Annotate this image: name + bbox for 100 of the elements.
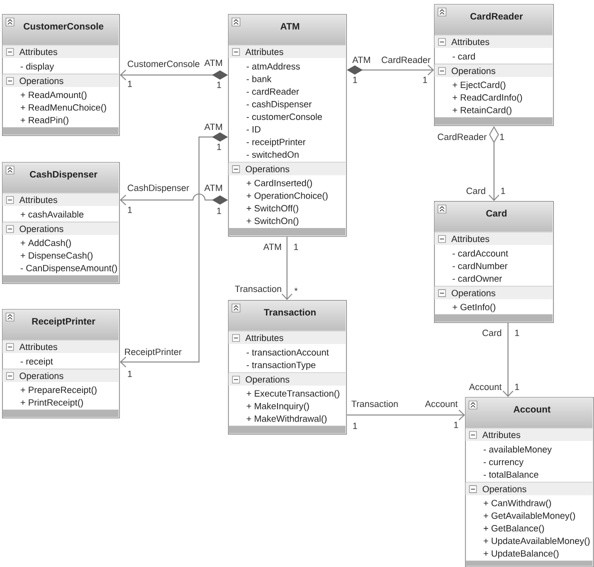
compartment-header: Operations — [228, 372, 346, 386]
operation-text: + RetainCard() — [452, 106, 512, 116]
multiplicity-label: 1 — [217, 82, 222, 88]
operation-text: + UpdateAvailableMoney() — [484, 537, 590, 546]
multiplicity-label: 1 — [353, 76, 358, 83]
operation-text: + ReadMenuChoice() — [20, 104, 106, 112]
attribute-text: - transactionAccount — [246, 348, 329, 356]
multiplicity-label: * — [294, 288, 298, 291]
association-line — [346, 410, 465, 420]
operation-text: + SwitchOff() — [246, 204, 298, 214]
role-label: Transaction — [234, 285, 282, 292]
association-line — [282, 236, 292, 300]
operation-text: + UpdateBalance() — [484, 550, 559, 558]
multiplicity-label: 1 — [217, 144, 222, 150]
class-name: CashDispenser — [30, 170, 98, 180]
multiplicity-label: 1 — [515, 384, 520, 390]
attribute-text: - bank — [246, 76, 272, 82]
operation-text: + GetBalance() — [484, 524, 544, 534]
operation-text: + EjectCard() — [452, 81, 506, 90]
multiplicity-label: 1 — [423, 76, 428, 83]
attribute-text: - card — [452, 52, 475, 60]
operation-text: + MakeInquiry() — [246, 402, 309, 412]
attribute-text: - totalBalance — [484, 471, 538, 478]
compartment-header: Operations — [465, 482, 593, 496]
role-label: Card — [466, 187, 486, 194]
class-name: ReceiptPrinter — [32, 318, 96, 326]
attribute-text: - transactionType — [246, 362, 316, 370]
compartment-header: Attributes — [465, 428, 593, 441]
multiplicity-label: 1 — [501, 188, 506, 194]
multiplicity-label: 1 — [500, 134, 504, 140]
attribute-text: - switchedOn — [246, 151, 299, 158]
compartment-header: Attributes — [2, 44, 119, 58]
attribute-text: - cardNumber — [452, 262, 508, 270]
role-label: Card — [482, 329, 502, 336]
operation-text: + DispenseCash() — [20, 252, 93, 260]
operation-text: + CanWithdraw() — [484, 500, 551, 508]
attribute-text: - cardReader — [246, 88, 299, 95]
attribute-text: - cashDispenser — [246, 100, 312, 110]
multiplicity-label: 1 — [128, 370, 132, 377]
multiplicity-label: 1 — [515, 330, 520, 336]
attribute-text: - receipt — [20, 358, 53, 366]
role-label: ATM — [204, 124, 222, 130]
operation-text: + ReadAmount() — [20, 91, 86, 100]
class-name: Card — [486, 210, 506, 217]
attribute-text: - customerConsole — [246, 113, 322, 120]
attribute-text: - display — [20, 62, 54, 72]
operation-text: + CardInserted() — [246, 180, 312, 188]
class-name: CardReader — [470, 12, 523, 20]
multiplicity-label: 1 — [353, 422, 358, 429]
operation-text: + OperationChoice() — [246, 192, 328, 201]
attribute-text: - currency — [484, 460, 524, 467]
role-label: ATM — [204, 60, 222, 66]
compartment-header: Attributes — [434, 232, 553, 245]
compartment-header: Operations — [434, 64, 553, 77]
compartment-header: Operations — [2, 74, 119, 87]
compartment-header: Attributes — [2, 192, 119, 206]
role-label: CardReader — [438, 133, 487, 140]
attribute-text: - cardAccount — [452, 250, 508, 257]
operation-text: + ReadCardInfo() — [452, 94, 522, 102]
attribute-text: - ID — [246, 126, 260, 132]
operation-text: + PrintReceipt() — [20, 399, 83, 408]
operation-text: + GetInfo() — [452, 304, 496, 312]
operation-text: - CanDispenseAmount() — [20, 264, 117, 274]
attribute-text: - atmAddress — [246, 62, 300, 70]
class-name: Account — [514, 406, 551, 413]
compartment-header: Operations — [434, 286, 553, 300]
operation-text: + PrepareReceipt() — [20, 386, 97, 395]
role-label: CustomerConsole — [128, 60, 200, 68]
compartment-header: Attributes — [228, 44, 346, 58]
role-label: Account — [469, 384, 502, 390]
role-label: CashDispenser — [128, 184, 190, 193]
attribute-text: - receiptPrinter — [246, 138, 306, 147]
role-label: ATM — [204, 184, 222, 191]
operation-text: + ExecuteTransaction() — [246, 390, 340, 398]
operation-text: + SwitchOn() — [246, 217, 298, 226]
attribute-text: - cardOwner — [452, 275, 502, 282]
multiplicity-label: 1 — [128, 206, 132, 213]
multiplicity-label: 1 — [294, 244, 298, 250]
multiplicity-label: 1 — [128, 80, 132, 87]
role-label: Account — [425, 400, 458, 408]
compartment-header: Attributes — [228, 330, 346, 344]
compartment-header: Operations — [2, 368, 119, 382]
operation-text: + MakeWithdrawal() — [246, 415, 327, 424]
multiplicity-label: 1 — [217, 208, 222, 214]
compartment-header: Operations — [228, 162, 346, 176]
role-label: CardReader — [382, 56, 430, 64]
operation-text: + GetAvailableMoney() — [484, 512, 575, 521]
multiplicity-label: 1 — [454, 422, 458, 428]
compartment-header: Attributes — [2, 340, 119, 353]
role-label: ATM — [263, 244, 281, 250]
attribute-text: + cashAvailable — [20, 210, 84, 218]
role-label: ATM — [352, 56, 370, 63]
operation-text: + AddCash() — [20, 239, 71, 248]
class-name: ATM — [280, 23, 300, 30]
role-label: Transaction — [351, 400, 398, 408]
attribute-text: - availableMoney — [484, 446, 552, 454]
operation-text: + ReadPin() — [20, 116, 68, 126]
class-name: CustomerConsole — [24, 22, 104, 30]
class-name: Transaction — [264, 308, 316, 316]
compartment-header: Operations — [2, 222, 119, 235]
